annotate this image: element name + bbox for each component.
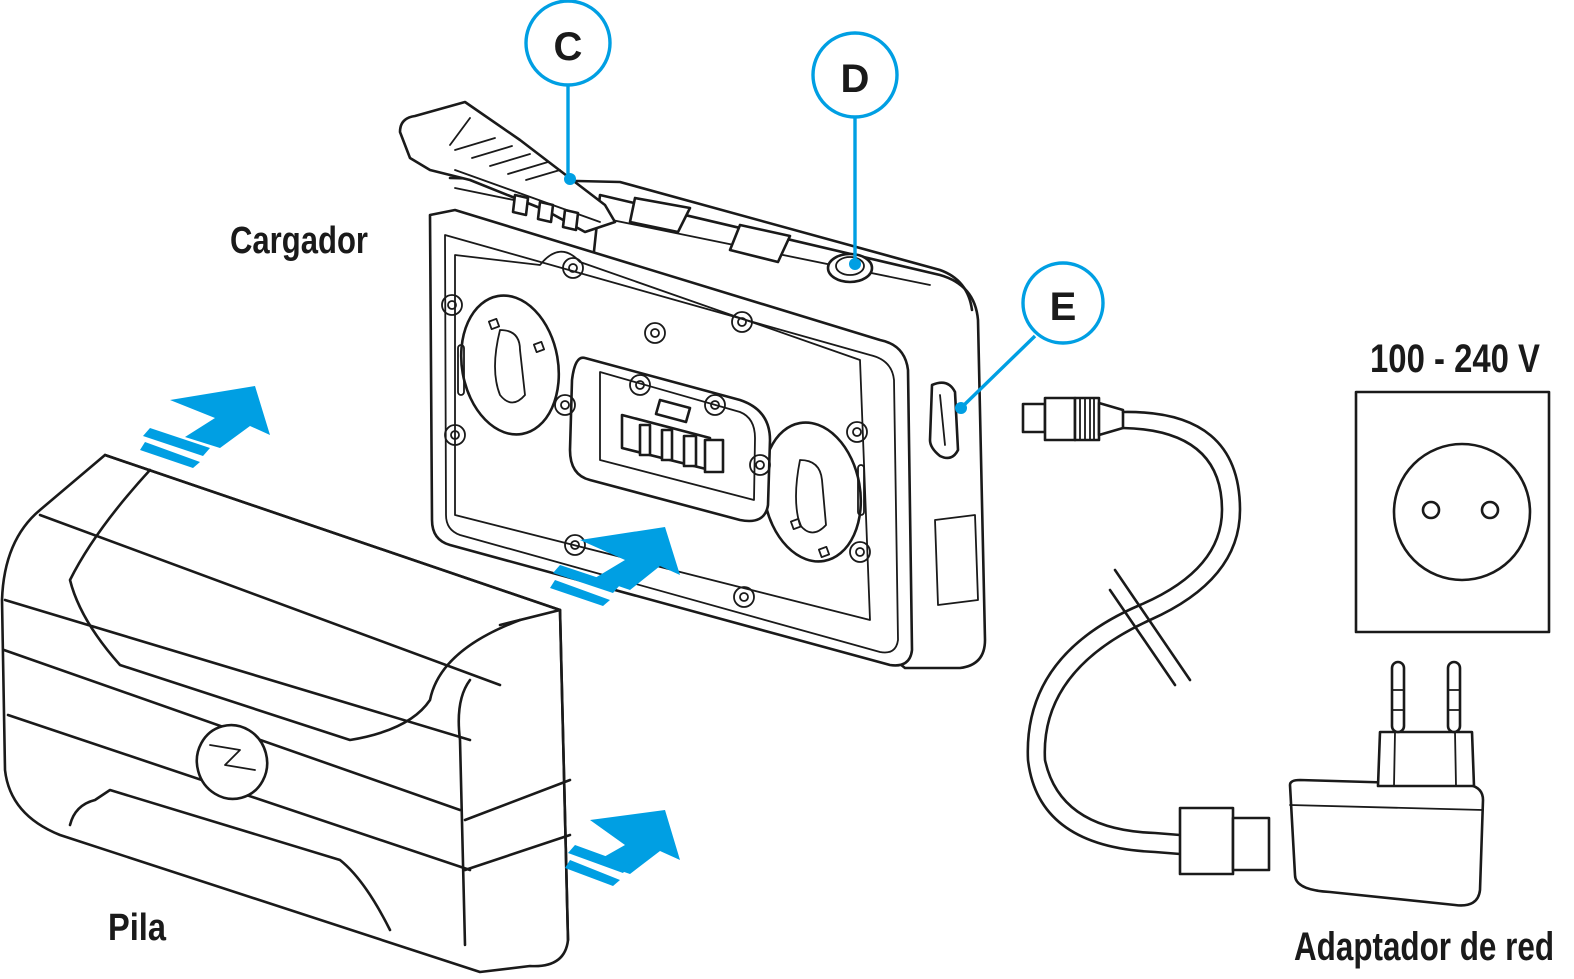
charger-screws	[441, 257, 871, 608]
callout-d-letter: D	[841, 57, 870, 101]
usb-cable	[1021, 396, 1271, 876]
battery-label: Pila	[108, 907, 167, 949]
charger-label: Cargador	[230, 220, 368, 262]
insert-arrow-bottom	[565, 810, 680, 886]
battery-latch	[398, 100, 617, 234]
insert-arrow-middle	[550, 527, 680, 606]
adapter-label: Adaptador de red	[1294, 925, 1554, 969]
voltage-label: 100 - 240 V	[1370, 337, 1540, 381]
callout-c: C	[524, 0, 612, 185]
battery	[0, 453, 572, 974]
callout-c-letter: C	[554, 25, 583, 69]
power-adapter	[1288, 660, 1485, 907]
callout-d: D	[811, 31, 899, 270]
wall-outlet	[1354, 390, 1551, 634]
callout-e: E	[955, 261, 1105, 414]
insert-arrow-top	[140, 386, 270, 468]
callout-e-letter: E	[1050, 285, 1077, 329]
